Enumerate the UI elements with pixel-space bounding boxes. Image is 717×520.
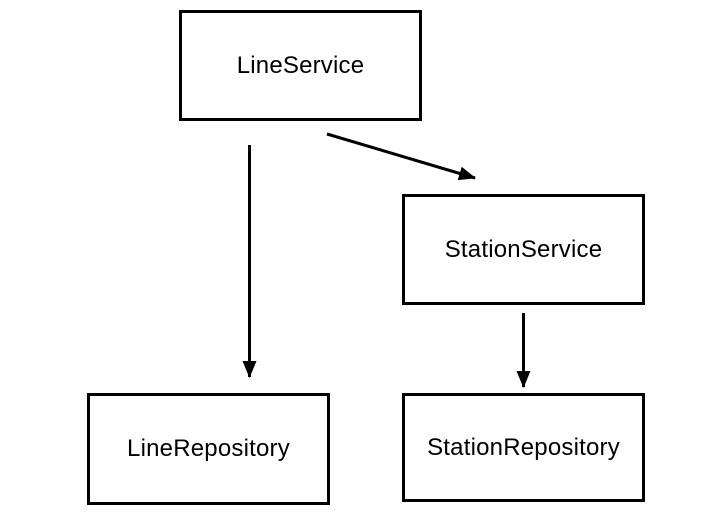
node-station-service-label: StationService [444,235,603,263]
edge-lineservice-stationservice-arrow [326,132,476,181]
node-line-service: LineService [179,10,422,121]
node-line-service-label: LineService [236,51,365,79]
node-station-service: StationService [402,194,645,305]
node-station-repository-label: StationRepository [427,433,620,461]
node-line-repository-label: LineRepository [127,435,290,462]
node-line-repository: LineRepository [87,393,330,505]
node-station-repository: StationRepository [402,393,645,502]
